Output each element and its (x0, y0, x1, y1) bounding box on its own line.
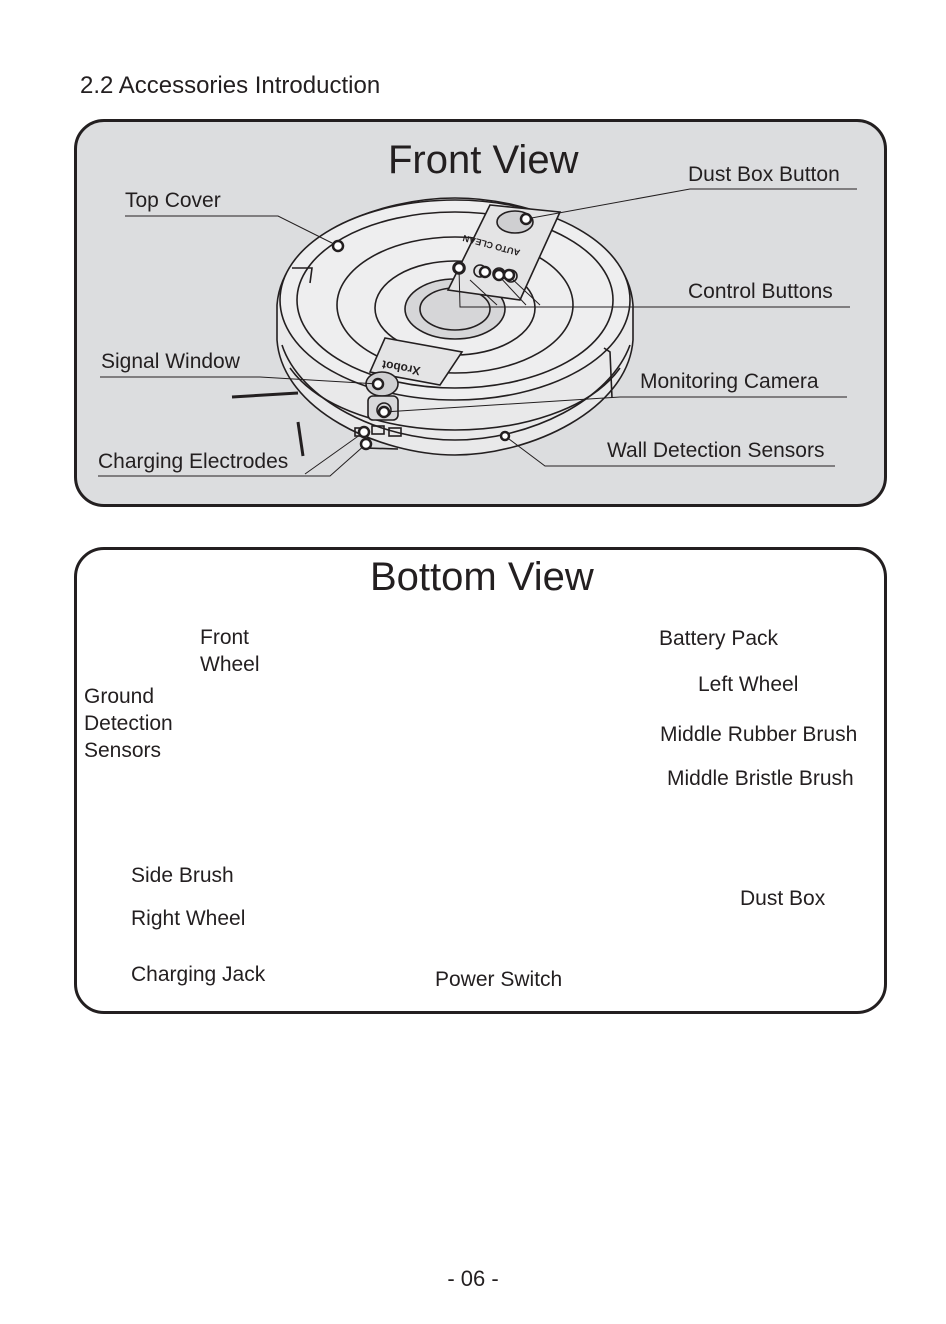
section-heading: 2.2 Accessories Introduction (80, 72, 381, 99)
bottom-view-title: Bottom View (370, 555, 594, 599)
label-middle-bristle-brush: Middle Bristle Brush (667, 767, 854, 790)
page-number: - 06 - (447, 1266, 499, 1291)
label-top-cover: Top Cover (125, 189, 221, 212)
label-signal-window: Signal Window (101, 350, 240, 373)
label-ground-detection-sensors: Ground Detection Sensors (84, 685, 173, 762)
label-dust-box: Dust Box (740, 887, 826, 910)
label-middle-rubber-brush: Middle Rubber Brush (660, 723, 858, 746)
label-dust-box-button: Dust Box Button (688, 163, 840, 186)
label-front-wheel: Front Wheel (200, 626, 260, 676)
label-charging-electrodes: Charging Electrodes (98, 450, 289, 473)
label-side-brush: Side Brush (131, 864, 234, 887)
label-monitoring-camera: Monitoring Camera (640, 370, 819, 393)
label-battery-pack: Battery Pack (659, 627, 779, 650)
label-power-switch: Power Switch (435, 968, 563, 991)
label-control-buttons: Control Buttons (688, 280, 833, 303)
bottom-view-panel (74, 547, 887, 1014)
label-wall-detection-sensors: Wall Detection Sensors (607, 439, 825, 462)
front-view-title: Front View (388, 138, 579, 182)
label-left-wheel: Left Wheel (698, 673, 799, 696)
label-charging-jack: Charging Jack (131, 963, 266, 986)
label-right-wheel: Right Wheel (131, 907, 246, 930)
